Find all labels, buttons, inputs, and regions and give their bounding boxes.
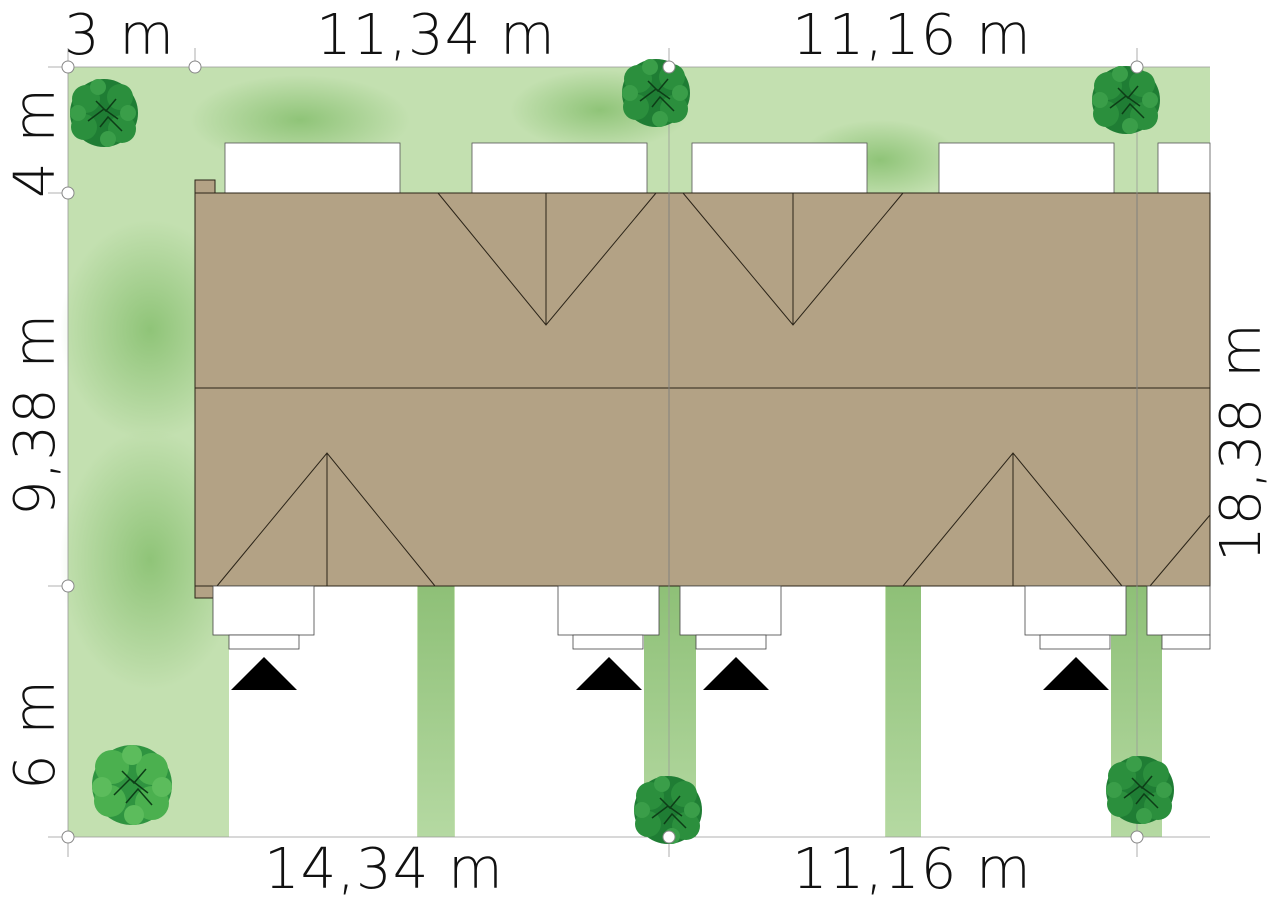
dim-left-house-depth: 9,38 m: [3, 312, 68, 516]
dim-bottom-lot-2: 11,16 m: [792, 837, 1032, 902]
entrance-arrow-icon: [576, 657, 642, 690]
tree-icon: [69, 78, 139, 148]
rear-dormer: [682, 192, 904, 326]
rear-terrace: [691, 142, 868, 194]
tree-icon: [621, 58, 691, 128]
tree-icon: [1091, 65, 1161, 135]
rear-terrace: [938, 142, 1115, 194]
boundary-marker: [188, 60, 202, 74]
boundary-marker: [61, 579, 75, 593]
front-porch: [679, 585, 782, 650]
tree-icon: [1105, 755, 1175, 825]
boundary-marker: [1130, 60, 1144, 74]
dim-top-left-width: 3 m: [64, 3, 175, 68]
rear-terrace: [224, 142, 401, 194]
entrance-arrow-icon: [1043, 657, 1109, 690]
dim-left-top-depth: 4 m: [3, 87, 68, 198]
dim-top-lot-1: 11,34 m: [316, 3, 556, 68]
roof-chimney: [194, 179, 216, 194]
lawn-shade: [190, 75, 410, 165]
front-gable: [216, 452, 436, 587]
roof: [194, 192, 1211, 587]
roof-eave: [194, 585, 216, 599]
boundary-marker: [61, 186, 75, 200]
rear-terrace: [1157, 142, 1211, 194]
tree-icon: [91, 744, 173, 826]
front-gable: [1149, 514, 1211, 587]
boundary-marker: [61, 830, 75, 844]
front-gable: [902, 452, 1123, 587]
boundary-marker: [1130, 830, 1144, 844]
boundary-marker: [662, 830, 676, 844]
entrance-arrow-icon: [703, 657, 769, 690]
entrance-arrow-icon: [231, 657, 297, 690]
dim-top-lot-2: 11,16 m: [792, 3, 1032, 68]
dim-left-front-depth: 6 m: [3, 679, 68, 790]
boundary-marker: [61, 60, 75, 74]
boundary-marker: [662, 60, 676, 74]
footpath: [886, 586, 921, 837]
footpath: [418, 586, 454, 837]
front-porch: [212, 585, 315, 650]
dim-right-total-depth: 18,38 m: [1209, 322, 1274, 562]
rear-dormer: [437, 192, 657, 326]
dim-bottom-lot-1: 14,34 m: [264, 837, 504, 902]
front-porch: [1146, 585, 1211, 650]
front-porch: [557, 585, 660, 650]
rear-terrace: [471, 142, 648, 194]
front-porch: [1024, 585, 1127, 650]
